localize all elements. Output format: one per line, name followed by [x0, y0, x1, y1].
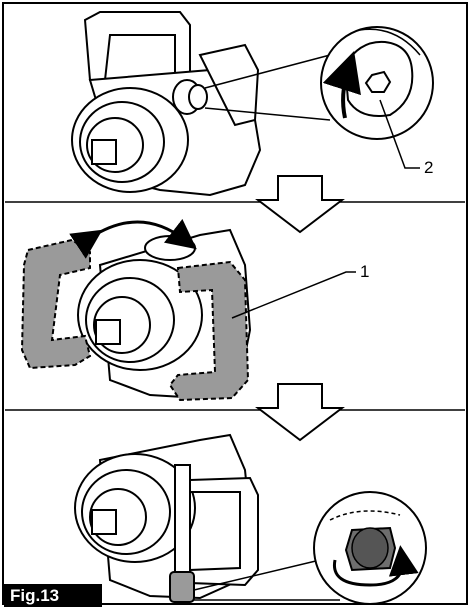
handle-position-right	[168, 260, 250, 402]
panel-3-tool	[74, 433, 259, 600]
zoom-circle-1	[320, 26, 434, 140]
step-arrow-2	[255, 383, 345, 442]
callout-2-label: 2	[424, 158, 434, 177]
rotation-arrow	[69, 218, 197, 259]
panel-1-tool	[71, 11, 262, 197]
figure-label: Fig.13	[4, 584, 102, 607]
panel-3-knob	[169, 571, 195, 603]
callout-1-label: 1	[360, 262, 370, 281]
zoom-circle-2	[313, 491, 427, 605]
step-arrow-1	[255, 175, 345, 234]
callout-1-leader	[231, 271, 356, 319]
callout-2-leader	[379, 99, 420, 169]
